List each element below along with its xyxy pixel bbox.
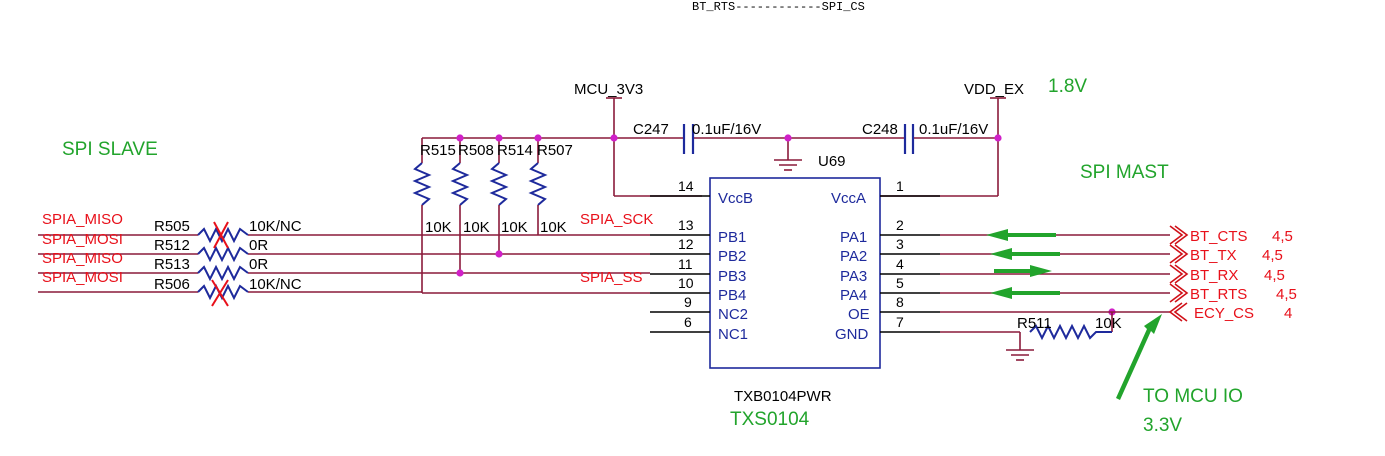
pin-6-num: 6 (684, 314, 692, 330)
arrow-left-icon (990, 248, 1060, 260)
net-label-spia-miso-2: SPIA_MISO (42, 250, 123, 267)
r508-ref: R508 (458, 142, 494, 159)
pullup-resistors (412, 138, 548, 293)
not-fitted-mark-r506 (211, 279, 229, 307)
pin-13-num: 13 (678, 217, 694, 233)
pin-9-num: 9 (684, 294, 692, 310)
port-bt-rts-pages: 4,5 (1276, 286, 1297, 303)
net-label-spia-sck: SPIA_SCK (580, 211, 653, 228)
pin-pa2-name: PA2 (840, 248, 867, 265)
port-bt-rx: BT_RX (1190, 267, 1238, 284)
pin-5-num: 5 (896, 275, 904, 291)
net-label-spia-mosi-2: SPIA_MOSI (42, 269, 123, 286)
pin-2-num: 2 (896, 217, 904, 233)
pin-4-num: 4 (896, 256, 904, 272)
r515-ref: R515 (420, 142, 456, 159)
c248-ref: C248 (862, 121, 898, 138)
capacitor-c247 (682, 124, 695, 154)
r506-value: 10K/NC (249, 276, 302, 293)
r505-value: 10K/NC (249, 218, 302, 235)
top-note: BT_RTS------------SPI_CS (692, 0, 865, 14)
ic-ref-label: U69 (818, 153, 846, 170)
junction-dots (456, 134, 1116, 316)
r511-resistor (1029, 323, 1112, 341)
ic-part-label: TXB0104PWR (734, 388, 832, 405)
net-label-spia-miso-1: SPIA_MISO (42, 211, 123, 228)
pin-gnd-name: GND (835, 326, 869, 343)
r511-value: 10K (1095, 315, 1122, 332)
pin-oe-name: OE (848, 306, 870, 323)
not-fitted-mark-r505 (213, 221, 229, 249)
r507-value: 10K (540, 219, 567, 236)
pin-11-num: 11 (678, 256, 693, 272)
port-ecy-cs: ECY_CS (1194, 305, 1254, 322)
pin-nc2-name: NC2 (718, 306, 748, 323)
pin-12-num: 12 (678, 236, 694, 252)
port-bt-cts: BT_CTS (1190, 228, 1248, 245)
pin-vccb-name: VccB (718, 190, 753, 207)
pin-3-num: 3 (896, 236, 904, 252)
port-bt-tx: BT_TX (1190, 247, 1237, 264)
c247-ref: C247 (633, 121, 669, 138)
pin-7-num: 7 (896, 314, 904, 330)
mcu-io-note: TO MCU IO (1143, 386, 1243, 407)
net-label-spia-mosi-1: SPIA_MOSI (42, 231, 123, 248)
pin-pa4-name: PA4 (840, 287, 867, 304)
pin-vcca-name: VccA (831, 190, 866, 207)
ic-right-pin-stubs (880, 195, 940, 333)
pin-pa3-name: PA3 (840, 268, 867, 285)
r514-value: 10K (501, 219, 528, 236)
spi-slave-title: SPI SLAVE (62, 139, 158, 160)
r513-ref: R513 (154, 256, 190, 273)
left-series-wires (38, 234, 650, 294)
r512-value: 0R (249, 237, 268, 254)
capacitor-c248 (903, 124, 915, 154)
pin-pb2-name: PB2 (718, 248, 746, 265)
r513-value: 0R (249, 256, 268, 273)
r508-value: 10K (463, 219, 490, 236)
pin-pa1-name: PA1 (840, 229, 867, 246)
pin-14-num: 14 (678, 178, 694, 194)
cap-ground-icon (774, 138, 802, 171)
c247-value: 0.1uF/16V (692, 121, 761, 138)
direction-arrows (986, 229, 1162, 400)
pin-pb3-name: PB3 (718, 268, 746, 285)
pin-1-num: 1 (896, 178, 904, 194)
ic-left-pin-stubs (650, 195, 710, 333)
r512-ref: R512 (154, 237, 190, 254)
vdd-ex-label: VDD_EX (964, 81, 1024, 98)
ic-alt-part-note: TXS0104 (730, 409, 810, 430)
mcu-io-voltage-note: 3.3V (1143, 415, 1182, 436)
port-ecy-cs-pages: 4 (1284, 305, 1292, 322)
r514-ref: R514 (497, 142, 533, 159)
gnd-icon (1006, 349, 1034, 361)
arrow-up-icon (1116, 314, 1162, 400)
arrow-left-icon (990, 287, 1060, 299)
r507-ref: R507 (537, 142, 573, 159)
pin-nc1-name: NC1 (718, 326, 748, 343)
port-bt-tx-pages: 4,5 (1262, 247, 1283, 264)
c248-value: 0.1uF/16V (919, 121, 988, 138)
port-bt-rts: BT_RTS (1190, 286, 1247, 303)
pin-pb4-name: PB4 (718, 287, 746, 304)
pin-8-num: 8 (896, 294, 904, 310)
vdd-voltage-note: 1.8V (1048, 76, 1087, 97)
r506-ref: R506 (154, 276, 190, 293)
spi-mast-title: SPI MAST (1080, 162, 1169, 183)
port-connectors (1168, 225, 1189, 322)
pin-10-num: 10 (678, 275, 694, 291)
ic-body (709, 177, 881, 369)
arrow-left-icon (986, 229, 1056, 241)
r511-ref: R511 (1017, 315, 1052, 332)
net-label-spia-ss: SPIA_SS (580, 269, 643, 286)
port-bt-rx-pages: 4,5 (1264, 267, 1285, 284)
r515-value: 10K (425, 219, 452, 236)
arrow-right-icon (994, 265, 1052, 277)
mcu-3v3-label: MCU_3V3 (574, 81, 643, 98)
pin-pb1-name: PB1 (718, 229, 746, 246)
r505-ref: R505 (154, 218, 190, 235)
port-bt-cts-pages: 4,5 (1272, 228, 1293, 245)
